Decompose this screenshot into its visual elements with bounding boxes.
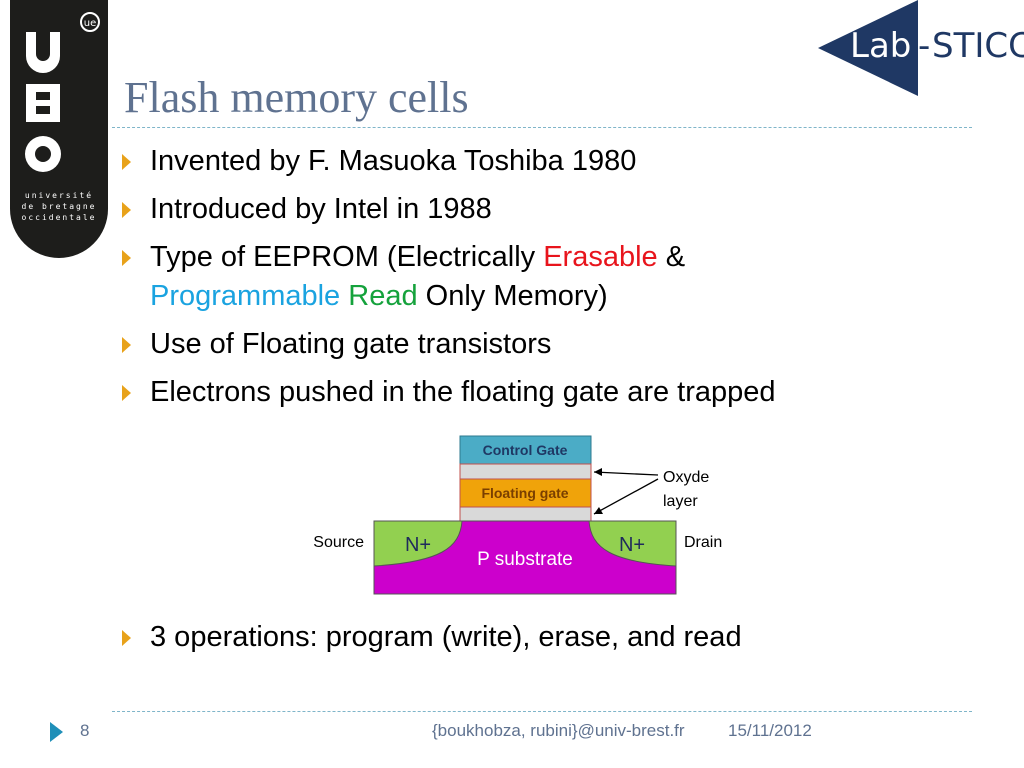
programmable-word: Programmable xyxy=(150,280,341,312)
drain-label: Drain xyxy=(684,534,722,551)
logo-lab-text: Lab xyxy=(850,26,912,66)
n-plus-right-label: N+ xyxy=(619,534,645,556)
p-substrate-label: P substrate xyxy=(477,549,573,570)
bullet-text-part: & xyxy=(657,241,686,273)
oxide-layer-bottom xyxy=(459,506,592,522)
bullet-item: Type of EEPROM (Electrically Erasable & … xyxy=(122,238,962,316)
footer-divider xyxy=(112,711,972,712)
logo-triangle xyxy=(818,0,918,96)
ubo-letters-icon xyxy=(25,32,61,172)
bullet-arrow-icon xyxy=(122,630,131,646)
oxide-layer-top xyxy=(459,463,592,480)
ue-mark: ue xyxy=(80,12,100,32)
bullet-text: Invented by F. Masuoka Toshiba 1980 xyxy=(150,145,637,177)
bullet-list: Invented by F. Masuoka Toshiba 1980 Intr… xyxy=(122,142,962,421)
source-label: Source xyxy=(313,534,364,551)
control-gate-block xyxy=(459,435,592,465)
footer-date: 15/11/2012 xyxy=(728,721,812,740)
oxyde-label-line2: layer xyxy=(663,493,698,510)
n-region-left xyxy=(373,520,463,567)
footer-authors: {boukhobza, rubini}@univ-brest.fr xyxy=(432,721,685,740)
oxide-arrow-bottom xyxy=(593,478,659,515)
bullet-arrow-icon xyxy=(122,337,131,353)
university-logo: ue université de bretagne occidentale xyxy=(10,0,108,258)
bullet-arrow-icon xyxy=(122,154,131,170)
bullet-arrow-icon xyxy=(122,385,131,401)
slide-title: Flash memory cells xyxy=(124,73,469,122)
oxyde-label-line1: Oxyde xyxy=(663,469,709,486)
title-divider xyxy=(112,127,972,128)
university-name: université de bretagne occidentale xyxy=(21,191,97,222)
logo-sticc-text: STICC xyxy=(932,26,1024,66)
logo-dash: - xyxy=(918,26,931,66)
control-gate-label: Control Gate xyxy=(483,442,568,458)
bullet-text: 3 operations: program (write), erase, an… xyxy=(150,621,742,653)
bullet-list-secondary: 3 operations: program (write), erase, an… xyxy=(122,618,962,666)
lab-sticc-logo: Lab - STICC xyxy=(818,0,1024,96)
floating-gate-transistor-diagram: Control Gate Floating gate N+ N+ P subst… xyxy=(313,435,722,595)
bullet-item: Use of Floating gate transistors xyxy=(122,325,962,364)
read-word: Read xyxy=(348,280,418,312)
bullet-item: Introduced by Intel in 1988 xyxy=(122,190,962,229)
bullet-text: Introduced by Intel in 1988 xyxy=(150,193,492,225)
oxide-arrow-top xyxy=(593,471,659,476)
bullet-text-part: Type of EEPROM (Electrically xyxy=(150,241,544,273)
erasable-word: Erasable xyxy=(543,241,658,273)
bullet-text: Use of Floating gate transistors xyxy=(150,328,552,360)
floating-gate-label: Floating gate xyxy=(481,485,568,501)
floating-gate-block xyxy=(459,478,592,508)
n-region-right xyxy=(588,520,677,567)
bullet-item: Electrons pushed in the floating gate ar… xyxy=(122,373,962,412)
oxide-arrowhead-bottom-icon xyxy=(594,507,603,514)
bullet-arrow-icon xyxy=(122,250,131,266)
footer-arrow-icon xyxy=(50,722,63,742)
bullet-item: 3 operations: program (write), erase, an… xyxy=(122,618,962,657)
bullet-arrow-icon xyxy=(122,202,131,218)
oxide-arrowhead-top-icon xyxy=(594,468,602,476)
bullet-text-part: Only Memory) xyxy=(417,280,608,312)
page-number: 8 xyxy=(80,721,90,740)
bullet-item: Invented by F. Masuoka Toshiba 1980 xyxy=(122,142,962,181)
n-plus-left-label: N+ xyxy=(405,534,431,556)
bullet-text: Electrons pushed in the floating gate ar… xyxy=(150,376,776,408)
